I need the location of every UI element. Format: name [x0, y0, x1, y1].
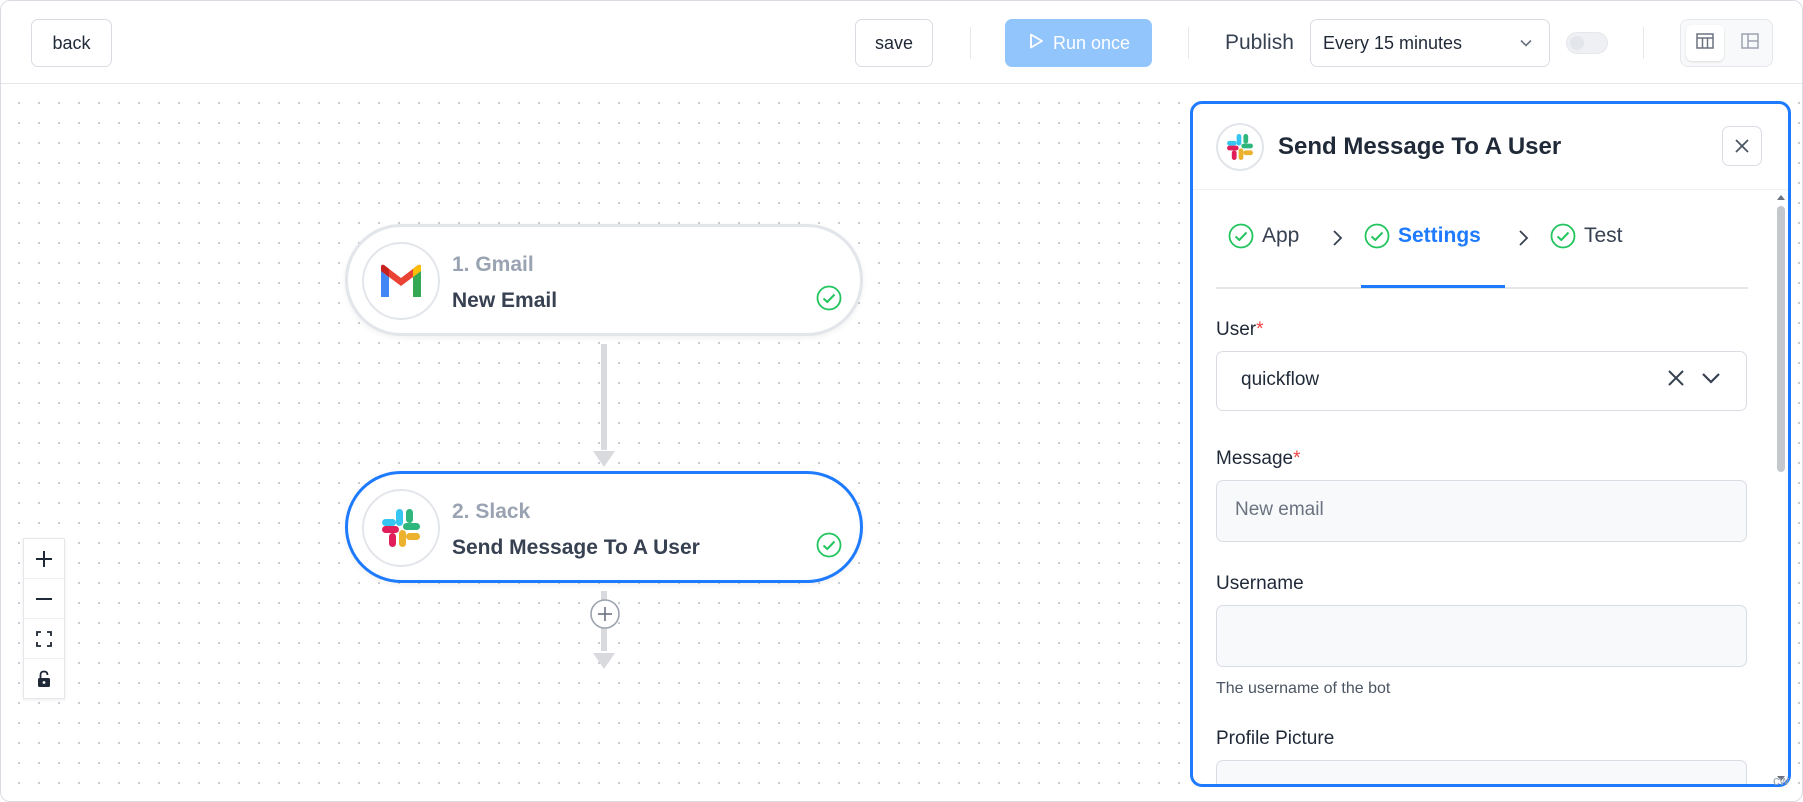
arrow-down-icon — [593, 451, 615, 467]
check-circle-icon — [1550, 223, 1576, 249]
step-settings-panel: Send Message To A User App Settings — [1190, 101, 1791, 787]
check-circle-icon — [1228, 223, 1254, 249]
play-icon — [1027, 32, 1045, 55]
step-tabs: App Settings Test — [1216, 191, 1748, 289]
chevron-down-icon[interactable] — [1700, 368, 1722, 388]
tab-label: App — [1262, 224, 1300, 247]
user-select-value: quickflow — [1241, 369, 1320, 390]
publish-interval-select[interactable]: Every 15 minutes — [1310, 19, 1550, 67]
tab-label: Settings — [1398, 224, 1481, 247]
user-select[interactable]: quickflow — [1216, 351, 1747, 411]
tab-app[interactable]: App — [1228, 223, 1299, 249]
check-circle-icon — [816, 285, 842, 316]
profile-picture-field-label: Profile Picture — [1216, 728, 1335, 749]
lock-canvas-button[interactable] — [24, 659, 64, 699]
close-icon — [1735, 139, 1749, 153]
slack-icon — [1216, 123, 1264, 171]
toolbar: back save Run once Publish Every 15 minu… — [1, 1, 1802, 84]
chevron-right-icon — [1330, 229, 1344, 252]
publish-label: Publish — [1225, 31, 1294, 54]
fit-view-icon — [36, 630, 52, 647]
run-once-button[interactable]: Run once — [1005, 19, 1152, 67]
tab-label: Test — [1584, 224, 1623, 247]
username-input[interactable] — [1216, 605, 1747, 667]
plus-icon — [36, 550, 52, 567]
required-marker: * — [1256, 319, 1264, 340]
toolbar-divider — [1188, 27, 1189, 59]
lock-icon — [38, 670, 50, 687]
user-field-label: User* — [1216, 319, 1264, 340]
node-title: 2. Slack — [452, 500, 531, 523]
username-help-text: The username of the bot — [1216, 680, 1391, 697]
tab-settings[interactable]: Settings — [1364, 223, 1481, 249]
chevron-down-icon — [1517, 34, 1535, 57]
vertical-layout-button[interactable] — [1731, 25, 1769, 61]
clear-icon[interactable] — [1666, 368, 1686, 388]
flow-node-gmail[interactable]: 1. Gmail New Email — [345, 224, 863, 336]
back-button[interactable]: back — [31, 19, 112, 67]
toolbar-divider — [970, 27, 971, 59]
zoom-out-button[interactable] — [24, 579, 64, 619]
required-marker: * — [1293, 448, 1301, 469]
node-title: 1. Gmail — [452, 253, 534, 276]
view-switcher — [1680, 19, 1773, 67]
close-panel-button[interactable] — [1722, 126, 1762, 166]
toolbar-divider — [1643, 27, 1644, 59]
flow-edge — [601, 344, 607, 450]
run-once-label: Run once — [1052, 32, 1131, 53]
chevron-right-icon — [1516, 229, 1530, 252]
toggle-knob — [1570, 36, 1584, 50]
horizontal-layout-button[interactable] — [1686, 25, 1724, 61]
save-button[interactable]: save — [855, 19, 933, 67]
layout-sidebar-icon — [1740, 31, 1760, 56]
message-input[interactable]: New email — [1216, 480, 1747, 542]
message-input-value: New email — [1235, 499, 1324, 520]
flow-node-slack[interactable]: 2. Slack Send Message To A User — [345, 471, 863, 583]
username-field-label: Username — [1216, 573, 1304, 594]
publish-interval-value: Every 15 minutes — [1323, 32, 1463, 53]
gmail-icon — [362, 242, 440, 320]
panel-header: Send Message To A User — [1193, 104, 1788, 190]
check-circle-icon — [816, 532, 842, 563]
fit-view-button[interactable] — [24, 619, 64, 659]
minus-icon — [36, 597, 52, 600]
zoom-in-button[interactable] — [24, 539, 64, 579]
node-subtitle: Send Message To A User — [452, 536, 700, 559]
zoom-controls — [23, 538, 65, 699]
message-field-label: Message* — [1216, 448, 1301, 469]
scrollbar-thumb[interactable] — [1777, 206, 1785, 472]
arrow-down-icon — [593, 653, 615, 669]
layout-columns-icon — [1695, 31, 1715, 56]
scroll-up-icon[interactable] — [1774, 192, 1788, 202]
publish-toggle[interactable] — [1566, 32, 1608, 54]
active-tab-indicator — [1361, 285, 1505, 288]
node-subtitle: New Email — [452, 289, 558, 312]
add-step-button[interactable] — [589, 598, 621, 635]
tab-test[interactable]: Test — [1550, 223, 1623, 249]
slack-icon — [362, 489, 440, 567]
profile-picture-input[interactable] — [1216, 760, 1747, 784]
panel-scrollbar[interactable] — [1774, 190, 1788, 784]
check-circle-icon — [1364, 223, 1390, 249]
corner-text: cw — [1773, 773, 1789, 788]
panel-title: Send Message To A User — [1278, 133, 1562, 160]
scroll-down-icon[interactable] — [1774, 774, 1788, 784]
